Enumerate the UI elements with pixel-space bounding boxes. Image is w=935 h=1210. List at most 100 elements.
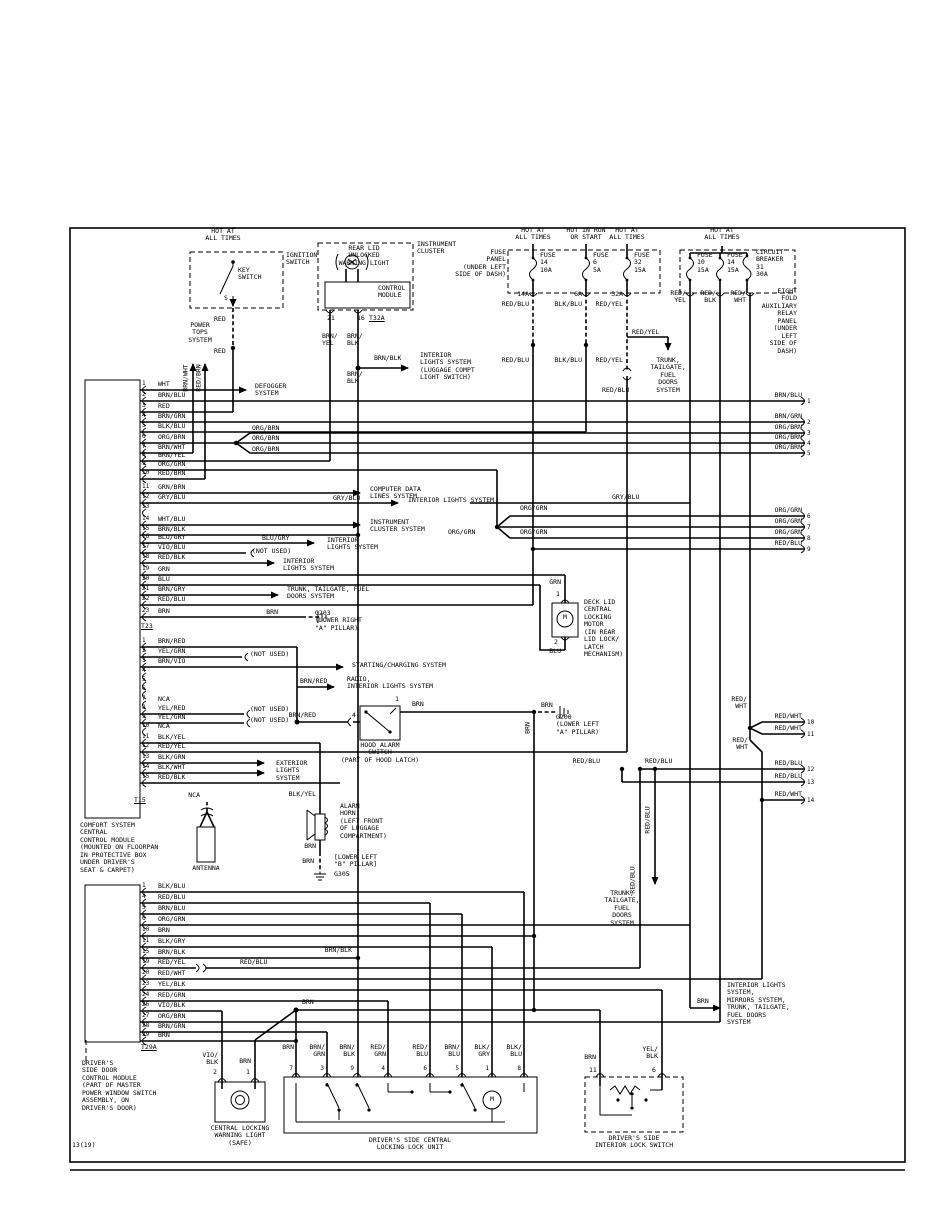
pin-number: 3: [807, 430, 811, 437]
pin-number: 8: [142, 451, 146, 458]
nca: NCA: [188, 791, 200, 799]
wire-color: RED/WHT: [774, 724, 802, 732]
lock-unit-box: [283, 1076, 538, 1134]
comfort-module: COMFORT SYSTEM CENTRAL CONTROL MODULE (M…: [80, 821, 159, 874]
pin-number: 13: [142, 753, 150, 760]
wire-color: GRN/BRN: [158, 483, 186, 491]
pin-number: 2: [807, 419, 811, 426]
pin-number: 5: [142, 422, 146, 429]
motor-m: M: [563, 613, 567, 621]
pin-number: 24: [142, 991, 150, 998]
wire: BRN: [266, 608, 278, 616]
pin-number: 5: [142, 676, 146, 683]
pin-number: 16: [142, 533, 150, 540]
ground-g200: G200 (LOWER LEFT "A" PILLAR): [556, 713, 600, 736]
system-ref: EXTERIOR LIGHTS SYSTEM: [276, 759, 308, 782]
wire: RED/BLU: [501, 356, 529, 364]
system-ref: INTERIOR LIGHTS SYSTEM, MIRRORS SYSTEM, …: [727, 981, 790, 1027]
wire: YEL/ BLK: [642, 1045, 658, 1061]
wire-color: BRN/BLU: [158, 391, 186, 399]
wire: RED/ WHT: [731, 695, 747, 711]
pin-number: 9: [142, 460, 146, 467]
wire: BRN: [697, 997, 709, 1005]
terminal: 6A: [574, 290, 582, 298]
wire-color: ORG/BRN: [774, 423, 802, 431]
wire-color: YEL/GRN: [158, 713, 186, 721]
pin-number: 19: [142, 958, 150, 965]
wire: GRN: [549, 578, 561, 586]
wire: BRN: [302, 998, 314, 1006]
pin-number: 10: [142, 722, 150, 729]
wire-color: BRN: [158, 607, 170, 615]
pin-number: 1: [556, 590, 560, 598]
comfort-module-box-upper: [84, 379, 141, 819]
wire: BRN/ BLK: [347, 370, 363, 386]
wire: BLK/BLU: [554, 356, 582, 364]
pin-number: 19: [142, 565, 150, 572]
pin-number: 7: [142, 695, 146, 702]
pin-number: 5: [142, 904, 146, 911]
system-ref: TRUNK, TAILGATE, FUEL DOORS SYSTEM: [604, 889, 640, 927]
ground-g305: G305: [334, 870, 350, 878]
wire-color: BRN/GRN: [158, 412, 186, 420]
wire-color: BRN: [282, 1043, 294, 1051]
not-used: (NOT USED): [250, 650, 290, 658]
alarm-horn: ALARM HORN (LEFT FRONT OF LUGGAGE COMPAR…: [340, 802, 387, 840]
pin-number: 28: [142, 1022, 150, 1029]
hot-at-all-times: HOT AT ALL TIMES: [609, 226, 645, 242]
wire-color: BLK/BLU: [158, 882, 186, 890]
hot-in-run-or-start: HOT IN RUN OR START: [566, 226, 606, 242]
pin-number: 3: [142, 402, 146, 409]
fuse-panel: FUSE PANEL (UNDER LEFT SIDE OF DASH): [455, 248, 506, 279]
system-ref: INSTRUMENT CLUSTER SYSTEM: [370, 518, 425, 534]
ignition-switch-box: [189, 251, 284, 309]
wire-color: BRN/ GRN: [309, 1043, 325, 1059]
terminal: 14A: [517, 290, 529, 298]
fuse-6: FUSE 6 5A: [593, 251, 609, 274]
pin-number: 7: [289, 1065, 293, 1072]
wire-color: NCA: [158, 722, 170, 730]
wire: RED/ WHT: [730, 289, 746, 305]
fuse-14: FUSE 14 10A: [540, 251, 556, 274]
aux-relay-panel: EIGHT FOLD AUXILIARY RELAY PANEL (UNDER …: [761, 287, 797, 355]
wire-color: RED/BLU: [158, 595, 186, 603]
wire-color: RED/YEL: [158, 742, 186, 750]
wire: BLU: [549, 647, 561, 655]
pin-number: 7: [142, 443, 146, 450]
wire-color: ORG/GRN: [158, 460, 186, 468]
wire-color: YEL/GRN: [158, 647, 186, 655]
pin-number: 6: [142, 433, 146, 440]
wire: RED/BRN: [194, 364, 203, 392]
pin-number: 4: [142, 412, 146, 419]
hood-alarm-switch: HOOD ALARM SWITCH (PART OF HOOD LATCH): [340, 741, 420, 764]
aux-relay-panel-box: [679, 249, 796, 294]
wire-color: RED/ BLU: [412, 1043, 428, 1059]
circuit-breaker-31: CIRCUIT BREAKER 31 30A: [756, 248, 784, 279]
pin-number: 3: [142, 657, 146, 664]
fuse-14b: FUSE 14 15A: [727, 251, 743, 274]
pin-number: 1: [807, 398, 811, 405]
deck-lid-motor: DECK LID CENTRAL LOCKING MOTOR (IN REAR …: [584, 598, 624, 659]
lock-motor-icon: [482, 1090, 502, 1110]
pin-number: 21: [142, 585, 150, 592]
wire: RED/YEL: [595, 356, 623, 364]
comfort-module-box-lower: [84, 884, 141, 1043]
not-used: (NOT USED): [250, 705, 290, 713]
pin-number: 20: [142, 575, 150, 582]
interior-lock-switch-internals: [599, 1085, 662, 1116]
system-ref: INTERIOR LIGHTS SYSTEM: [408, 496, 495, 504]
wire: BRN: [239, 1057, 251, 1065]
wire-color: BRN/VIO: [158, 657, 186, 665]
lock-unit: DRIVER'S SIDE CENTRAL LOCKING LOCK UNIT: [368, 1136, 452, 1152]
wires: [140, 244, 805, 1090]
wire-color: ORG/BRN: [774, 433, 802, 441]
pin-number: 2: [142, 647, 146, 654]
pin-number: 15: [142, 773, 150, 780]
connector-label: T23: [141, 622, 153, 630]
wire: RED/BLU: [645, 757, 673, 765]
wire-color: BRN/YEL: [158, 451, 186, 459]
pin-number: 11: [142, 937, 150, 944]
power-tops-system: POWER TOPS SYSTEM: [188, 321, 212, 344]
system-ref: INTERIOR LIGHTS SYSTEM: [327, 536, 378, 552]
